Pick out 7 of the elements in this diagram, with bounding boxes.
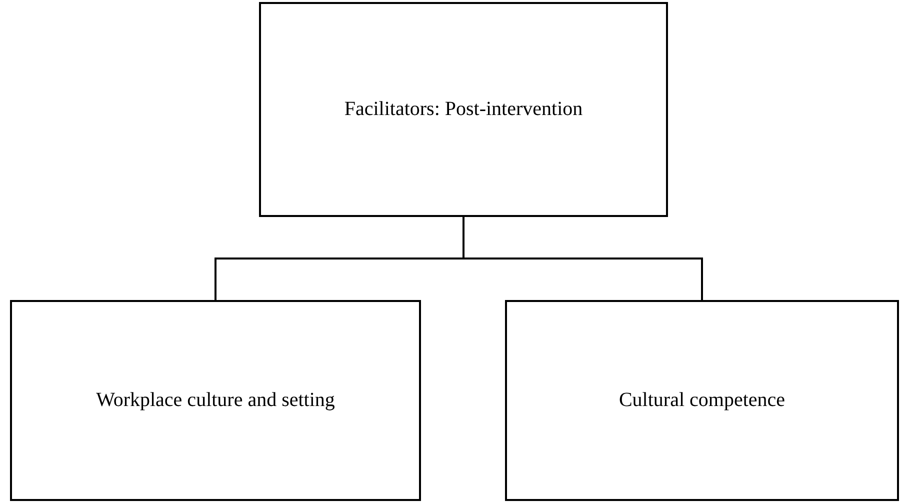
text-box	[10, 300, 421, 501]
box-label: Workplace culture and setting	[96, 389, 335, 412]
connector-line	[462, 217, 703, 300]
box-label: Cultural competence	[618, 389, 786, 412]
text-box	[259, 2, 668, 217]
box-label: Facilitators: Post-intervention	[344, 98, 583, 121]
text-box	[505, 300, 899, 501]
